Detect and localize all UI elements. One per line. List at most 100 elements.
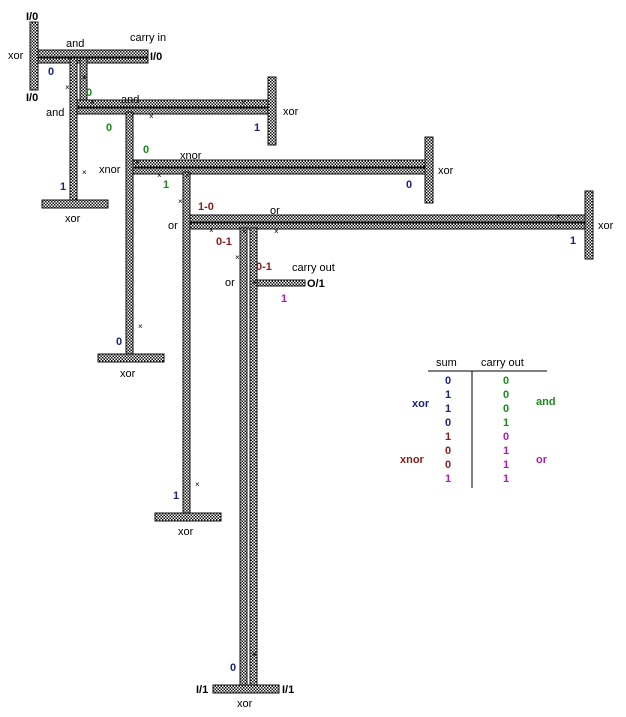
truth-table-sum-cell: 0 xyxy=(445,459,451,471)
wire-xor-left-vertical xyxy=(29,21,39,91)
io-top-left: I/0 xyxy=(26,11,38,23)
signal-value: 1 xyxy=(173,490,179,502)
io-bottom-right: I/1 xyxy=(282,684,294,696)
label-xor-r2: xor xyxy=(438,165,454,177)
truth-table-carry-cell: 1 xyxy=(503,459,509,471)
wire-col6 xyxy=(249,227,258,689)
io-bottom-left: I/1 xyxy=(196,684,208,696)
label-xor-r1: xor xyxy=(283,106,299,118)
truth-table-group-xor: xor xyxy=(412,398,430,410)
junction-mark: × xyxy=(274,227,279,236)
wire-xor-b2 xyxy=(97,353,165,363)
truth-table-sum-cell: 0 xyxy=(445,417,451,429)
truth-table-header-sum: sum xyxy=(436,357,457,369)
junction-marks: × × × × × × × × × × × × × × × × × × × × … xyxy=(65,73,561,659)
label-or-left2: or xyxy=(225,277,235,289)
label-xnor-left: xnor xyxy=(99,164,121,176)
junction-mark: × xyxy=(129,112,134,121)
wire-xor-r3 xyxy=(584,190,594,260)
wire-and-mid-lower xyxy=(76,107,274,115)
wire-col5 xyxy=(239,227,248,689)
label-xor-r3: xor xyxy=(598,220,614,232)
signal-value: 0 xyxy=(116,336,122,348)
truth-table-carry-cell: 1 xyxy=(503,473,509,485)
signal-value: 0 xyxy=(86,87,92,99)
junction-mark: × xyxy=(252,650,257,659)
signal-value: 0 xyxy=(406,179,412,191)
truth-table-carry-cell: 0 xyxy=(503,403,509,415)
label-and-left: and xyxy=(46,107,64,119)
truth-table-sum-cell: 0 xyxy=(445,375,451,387)
signal-value: 0 xyxy=(143,144,149,156)
junction-mark: × xyxy=(185,171,190,180)
label-and-top: and xyxy=(66,38,84,50)
wire-or-lower xyxy=(189,222,586,230)
junction-mark: × xyxy=(135,158,140,167)
truth-table-sum-cell: 1 xyxy=(445,403,451,415)
signal-value: 0 xyxy=(230,662,236,674)
truth-table-carry-cell: 0 xyxy=(503,389,509,401)
wire-carry-out xyxy=(256,279,306,287)
junction-mark: × xyxy=(235,253,240,262)
label-xnor-top: xnor xyxy=(180,150,202,162)
label-xor-b4: xor xyxy=(237,698,253,710)
wire-top-and-lower xyxy=(37,57,149,64)
signal-values: 0 0 0 0 1 1-0 0-1 0-1 1 1 0 1 1 0 1 0 xyxy=(48,66,576,674)
junction-mark: × xyxy=(396,157,401,166)
signal-value: 0 xyxy=(48,66,54,78)
junction-mark: × xyxy=(149,112,154,121)
junction-mark: × xyxy=(252,278,257,287)
wire-top-and xyxy=(37,49,149,58)
gate-labels: I/0 I/0 I/0 O/1 I/1 I/1 carry in carry o… xyxy=(8,11,614,710)
junction-mark: × xyxy=(157,171,162,180)
wires xyxy=(29,21,594,694)
signal-value: 1 xyxy=(60,181,66,193)
junction-mark: × xyxy=(209,226,214,235)
label-xor-b1: xor xyxy=(65,213,81,225)
label-or-left: or xyxy=(168,220,178,232)
label-or-top: or xyxy=(270,205,280,217)
label-xor-b2: xor xyxy=(120,368,136,380)
wire-xor-r2 xyxy=(424,136,434,204)
wire-col4 xyxy=(182,171,191,518)
truth-table-carry-cell: 1 xyxy=(503,445,509,457)
junction-mark: × xyxy=(138,322,143,331)
junction-mark: × xyxy=(65,83,70,92)
io-carry-out: O/1 xyxy=(307,278,325,290)
signal-value: 1 xyxy=(163,179,169,191)
truth-table-group-or: or xyxy=(536,454,548,466)
junction-mark: × xyxy=(82,73,87,82)
truth-table-sum-cell: 1 xyxy=(445,431,451,443)
wire-xnor xyxy=(132,159,429,168)
label-carry-in: carry in xyxy=(130,32,166,44)
signal-value: 0 xyxy=(106,122,112,134)
io-carry-in: I/0 xyxy=(150,51,162,63)
wire-col1 xyxy=(69,57,78,207)
junction-mark: × xyxy=(82,168,87,177)
truth-table-header-carry: carry out xyxy=(481,357,524,369)
truth-table-sum-cell: 1 xyxy=(445,389,451,401)
wire-xnor-lower xyxy=(132,167,429,175)
signal-value: 1-0 xyxy=(198,201,214,213)
truth-table-carry-cell: 0 xyxy=(503,431,509,443)
wire-col3 xyxy=(125,111,134,358)
junction-mark: × xyxy=(241,98,246,107)
label-and-mid: and xyxy=(121,94,139,106)
junction-mark: × xyxy=(242,227,247,236)
wire-xor-b3 xyxy=(154,512,222,522)
wire-or xyxy=(189,214,586,223)
truth-table-sum-cell: 1 xyxy=(445,473,451,485)
signal-value: 1 xyxy=(570,235,576,247)
label-xor-b3: xor xyxy=(178,526,194,538)
truth-table-group-xnor: xnor xyxy=(400,454,425,466)
wire-xor-b4 xyxy=(212,684,280,694)
truth-table-carry-cell: 0 xyxy=(503,375,509,387)
signal-value: 0-1 xyxy=(216,236,232,248)
truth-table-carry-cell: 1 xyxy=(503,417,509,429)
label-carry-out: carry out xyxy=(292,262,335,274)
signal-value: 1 xyxy=(254,122,260,134)
io-mid-left: I/0 xyxy=(26,92,38,104)
label-xor-left: xor xyxy=(8,50,24,62)
